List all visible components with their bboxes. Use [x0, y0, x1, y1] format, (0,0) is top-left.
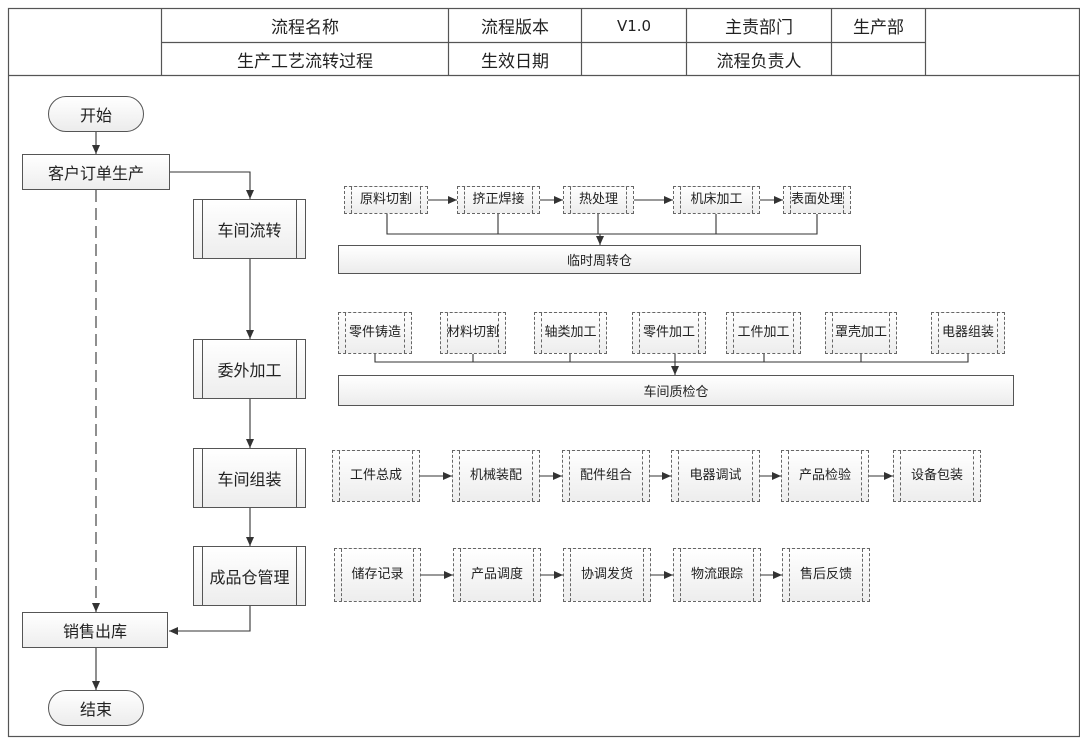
collector-line-r2: [374, 354, 969, 363]
step-shaft-machining[interactable]: 轴类加工: [534, 312, 607, 354]
header-value-effective-date: [582, 43, 686, 75]
header-label-department: 主责部门: [725, 18, 793, 38]
header-value-department: 生产部: [853, 18, 904, 38]
stage-assembly[interactable]: 车间组装: [193, 448, 306, 508]
sales-outbound-box[interactable]: 销售出库: [22, 612, 168, 648]
step-heat-treatment[interactable]: 热处理: [563, 186, 634, 214]
step-electrical-debugging[interactable]: 电器调试: [671, 450, 760, 502]
header-label-version: 流程版本: [481, 18, 549, 38]
step-equipment-packaging[interactable]: 设备包装: [893, 450, 981, 502]
header-label-process-name: 流程名称: [271, 18, 339, 38]
step-raw-cutting[interactable]: 原料切割: [344, 186, 428, 214]
order-production-box[interactable]: 客户订单生产: [22, 154, 170, 190]
step-storage-record[interactable]: 储存记录: [334, 548, 421, 602]
step-workpiece-assembly[interactable]: 工件总成: [332, 450, 420, 502]
step-straighten-weld[interactable]: 挤正焊接: [457, 186, 540, 214]
qc-warehouse-bar[interactable]: 车间质检仓: [338, 375, 1014, 406]
step-accessory-combination[interactable]: 配件组合: [562, 450, 650, 502]
outer-frame: [7, 7, 1080, 738]
connector-stage4-sales: [169, 606, 251, 635]
stage-workshop-transfer[interactable]: 车间流转: [193, 199, 306, 259]
start-terminator[interactable]: 开始: [48, 96, 144, 132]
step-product-inspection[interactable]: 产品检验: [781, 450, 869, 502]
header-label-owner: 流程负责人: [716, 51, 802, 72]
header-label-effective-date: 生效日期: [481, 51, 549, 72]
temp-warehouse-bar[interactable]: 临时周转仓: [338, 245, 861, 274]
step-electrical-assembly[interactable]: 电器组装: [931, 312, 1005, 354]
step-surface-treatment[interactable]: 表面处理: [783, 186, 851, 214]
stage-warehouse-management[interactable]: 成品仓管理: [193, 546, 306, 606]
step-workpiece-machining[interactable]: 工件加工: [726, 312, 801, 354]
stage-outsourcing[interactable]: 委外加工: [193, 339, 306, 399]
header-value-process-name: 生产工艺流转过程: [237, 51, 373, 72]
step-part-machining[interactable]: 零件加工: [632, 312, 706, 354]
step-material-cutting[interactable]: 材料切割: [440, 312, 506, 354]
step-after-sales-feedback[interactable]: 售后反馈: [782, 548, 870, 602]
collector-line-r1: [386, 214, 818, 235]
step-product-dispatch[interactable]: 产品调度: [453, 548, 541, 602]
step-housing-machining[interactable]: 罩壳加工: [825, 312, 897, 354]
step-mechanical-assembly[interactable]: 机械装配: [452, 450, 540, 502]
end-terminator[interactable]: 结束: [48, 690, 144, 726]
header-value-owner: [832, 43, 925, 75]
step-logistics-tracking[interactable]: 物流跟踪: [673, 548, 761, 602]
connector-order-stage1: [170, 171, 254, 199]
step-coordinate-shipping[interactable]: 协调发货: [563, 548, 651, 602]
step-machining[interactable]: 机床加工: [673, 186, 760, 214]
step-part-casting[interactable]: 零件铸造: [338, 312, 412, 354]
header-value-version: V1.0: [616, 16, 652, 35]
